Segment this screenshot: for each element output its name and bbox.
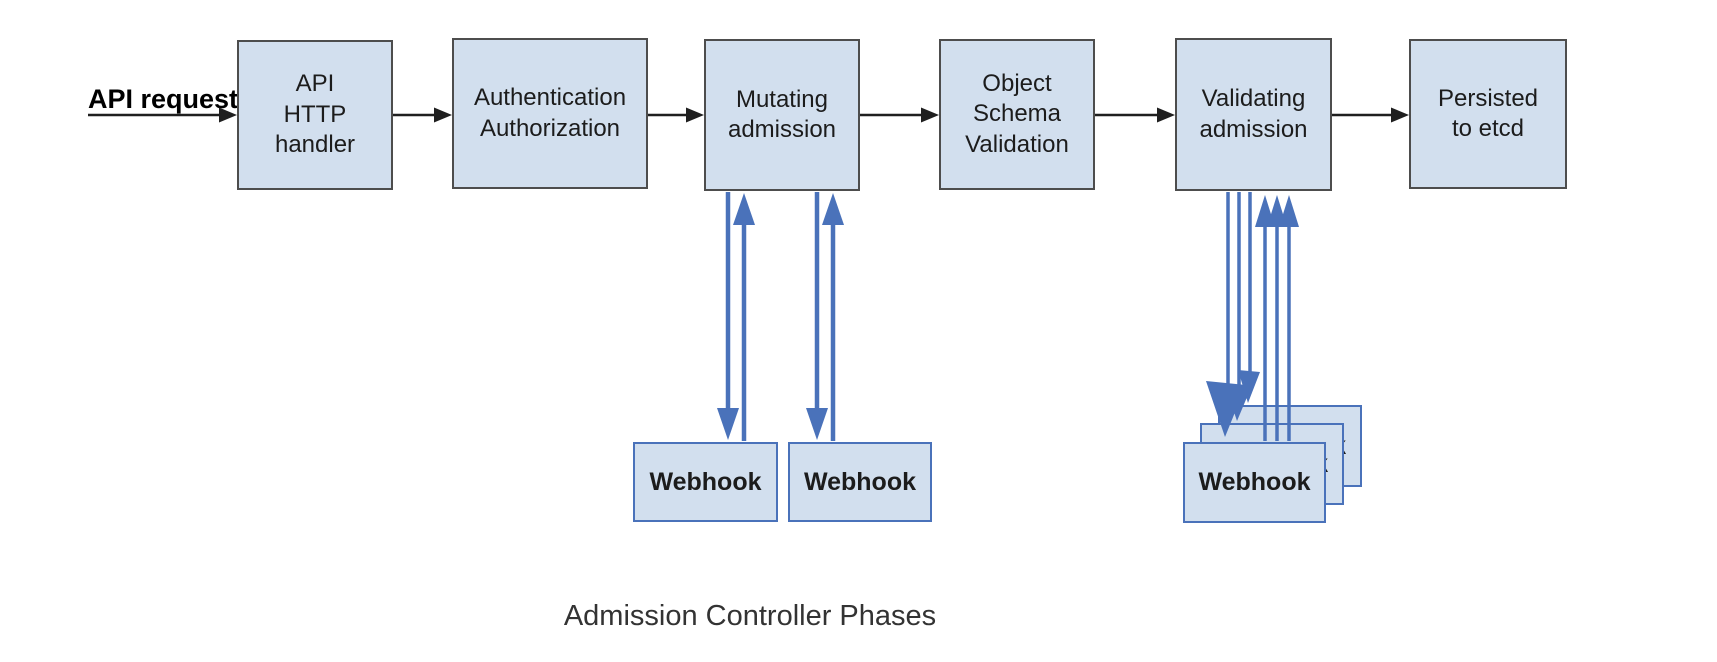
webhook1-call-arrow-down (717, 192, 739, 440)
flow-arrow-handler-to-auth (393, 107, 452, 123)
validating-webhook-box-front: Webhook (1183, 442, 1326, 523)
phase-box-api-http-handler: API HTTP handler (237, 40, 393, 190)
arrowhead-down-icon (806, 408, 828, 440)
api-request-label: API request (88, 84, 239, 114)
flow-arrow-schema-to-validating (1095, 107, 1175, 123)
arrowhead-down-icon (717, 408, 739, 440)
validating-webhook-arrows (1206, 192, 1299, 441)
arrowhead-right-icon (686, 107, 704, 123)
arrowhead-right-icon (921, 107, 939, 123)
arrowhead-right-icon (434, 107, 452, 123)
validating-call-arrow-down-back (1238, 192, 1260, 403)
arrowhead-down-icon (1238, 370, 1260, 403)
phase-box-object-schema-validation: Object Schema Validation (939, 39, 1095, 190)
flow-arrow-auth-to-mutating (648, 107, 704, 123)
flow-arrow-validating-to-etcd (1332, 107, 1409, 123)
validating-call-arrow-down-front (1206, 192, 1246, 437)
arrowhead-up-icon (1267, 195, 1287, 227)
mutating-webhook-box-1: Webhook (633, 442, 778, 522)
webhook2-response-arrow-up (822, 193, 844, 441)
phase-box-validating-admission: Validating admission (1175, 38, 1332, 191)
mutating-webhook-arrows (717, 192, 844, 441)
phase-box-mutating-admission: Mutating admission (704, 39, 860, 191)
arrowhead-up-icon (1279, 195, 1299, 227)
diagram-caption: Admission Controller Phases (563, 600, 937, 632)
arrowhead-right-icon (1391, 107, 1409, 123)
arrowhead-up-icon (733, 193, 755, 225)
validating-call-arrow-down-middle (1226, 192, 1250, 421)
webhook1-response-arrow-up (733, 193, 755, 441)
phase-box-persisted-to-etcd: Persisted to etcd (1409, 39, 1567, 189)
arrowhead-up-icon (822, 193, 844, 225)
arrowhead-right-icon (1157, 107, 1175, 123)
phase-box-authentication-authorization: Authentication Authorization (452, 38, 648, 189)
webhook2-call-arrow-down (806, 192, 828, 440)
flow-arrow-mutating-to-schema (860, 107, 939, 123)
arrowhead-up-icon (1255, 195, 1275, 227)
mutating-webhook-box-2: Webhook (788, 442, 932, 522)
